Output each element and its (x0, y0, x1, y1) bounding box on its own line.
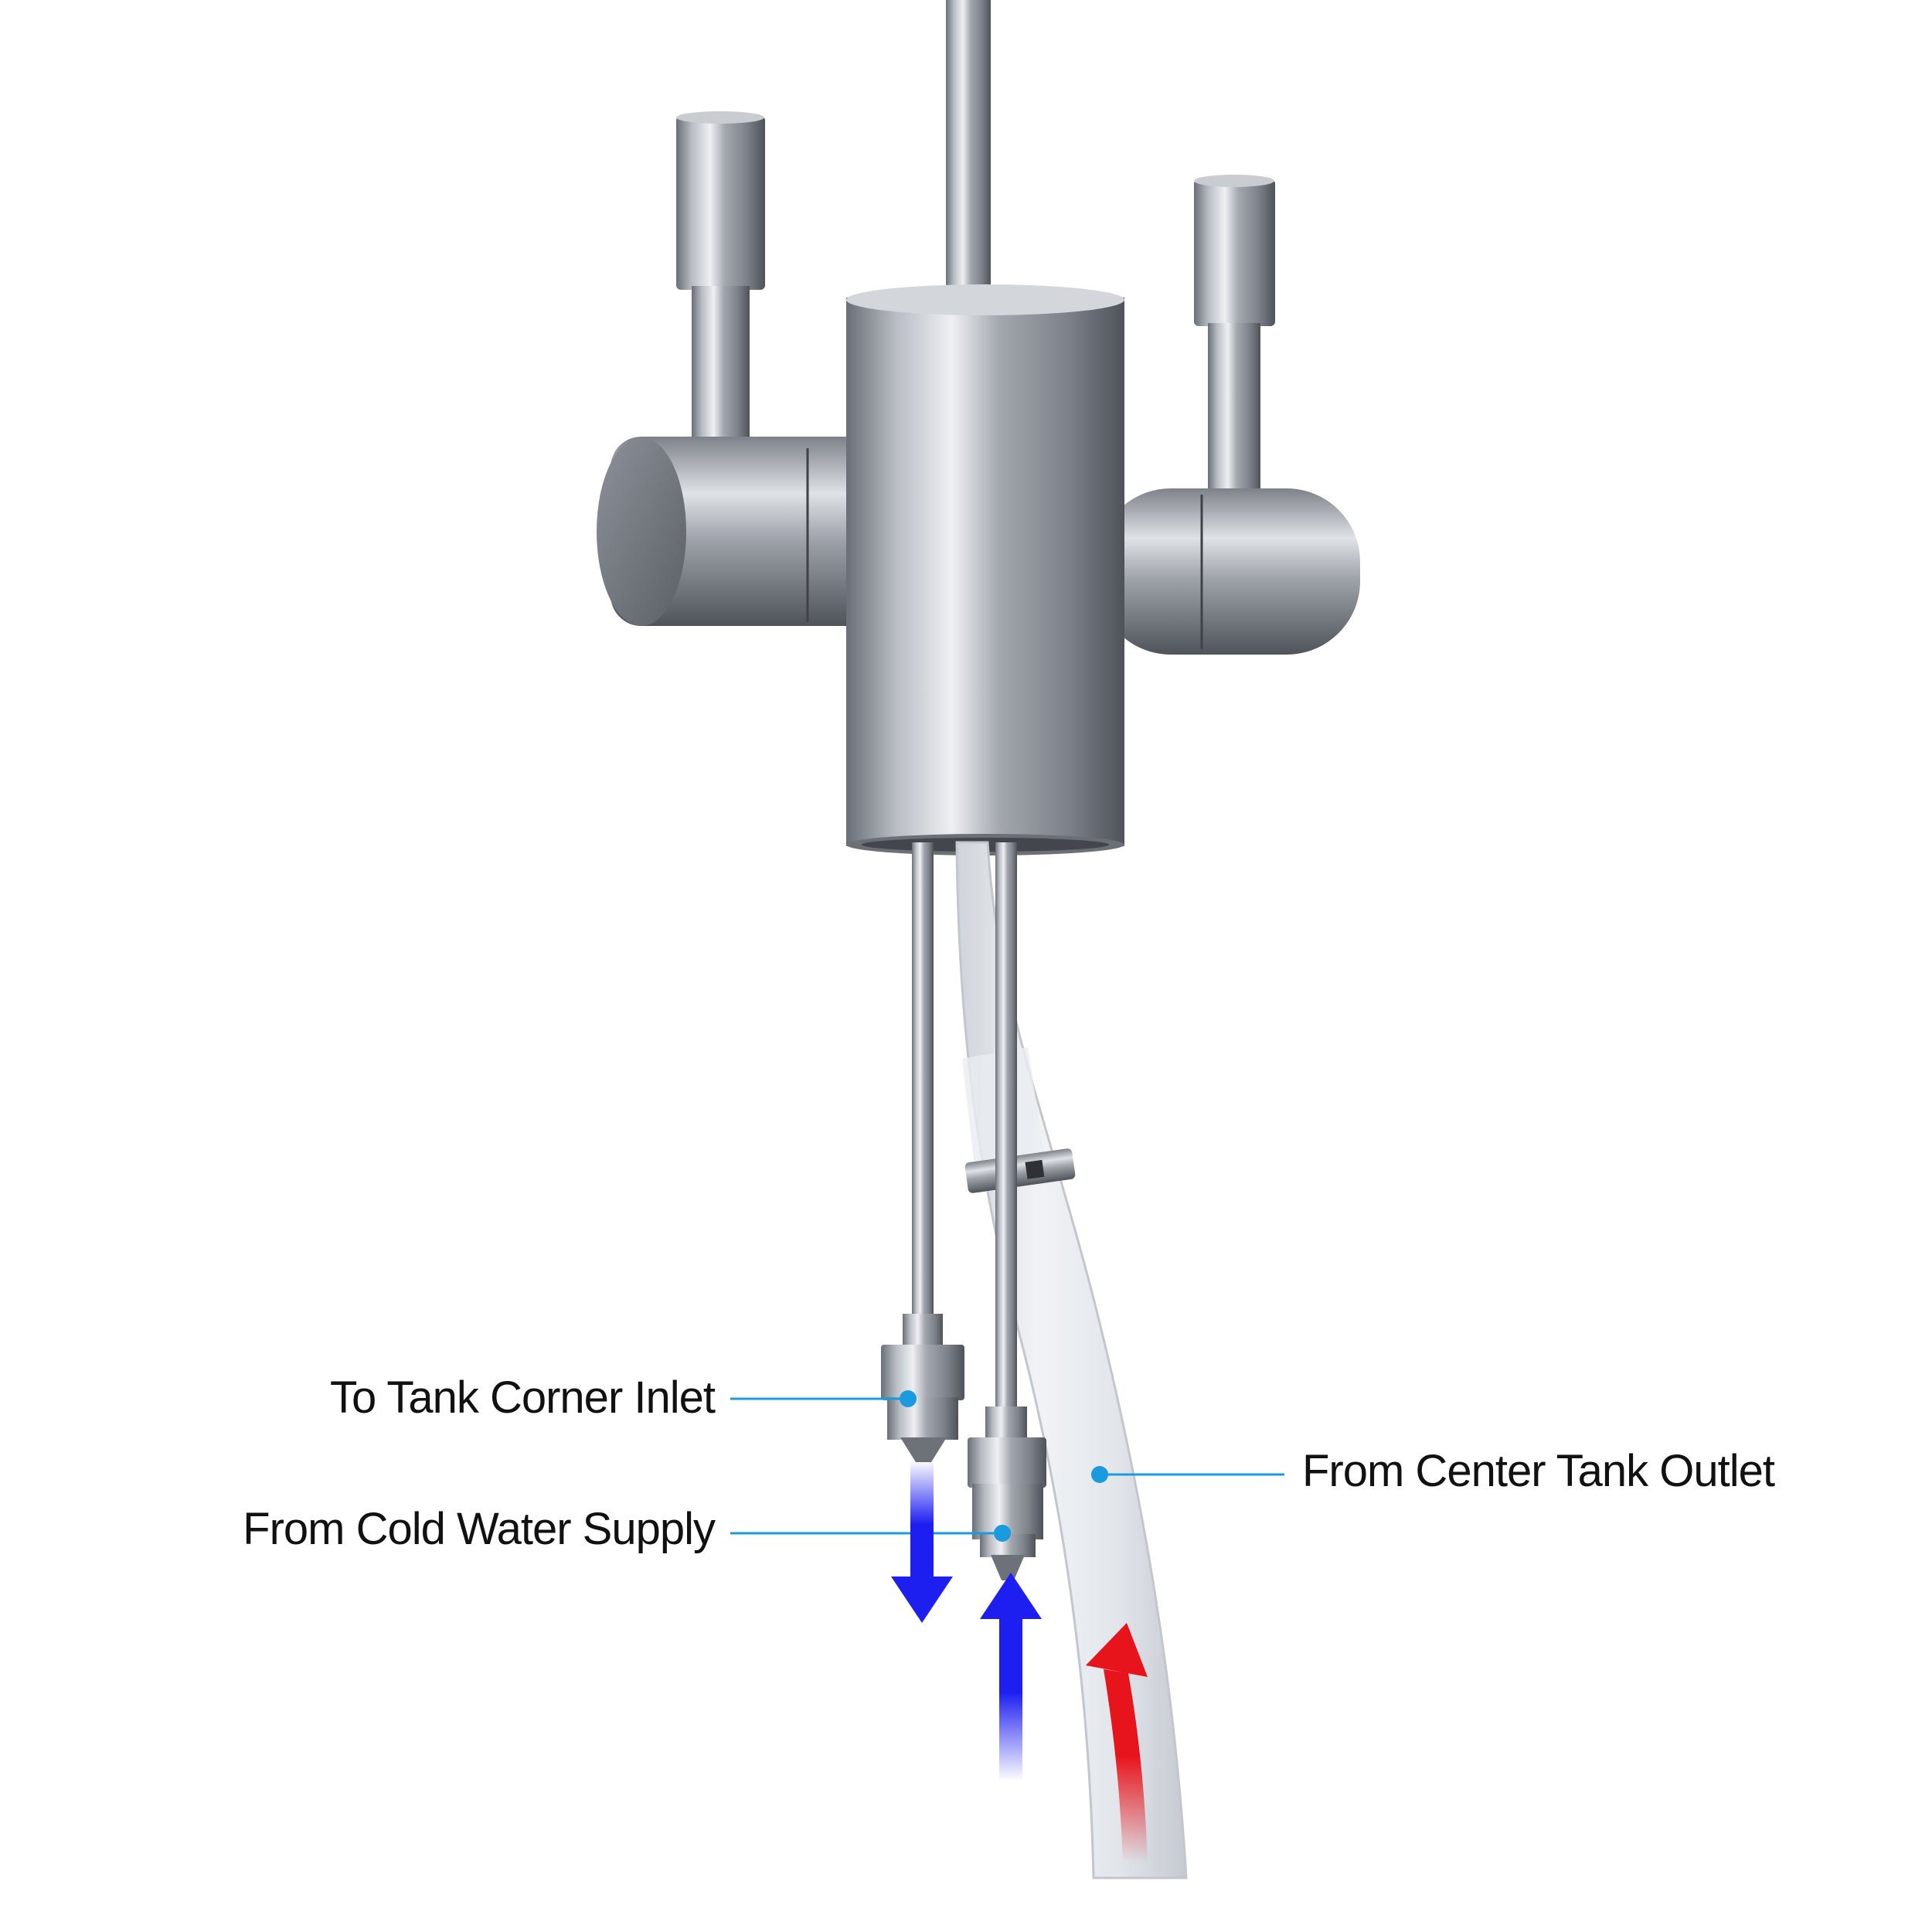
callout-tank-inlet-label: To Tank Corner Inlet (330, 1372, 716, 1423)
callout-cold-supply-label: From Cold Water Supply (243, 1504, 716, 1554)
cold-supply-flow-arrow (980, 1573, 1042, 1781)
left-handle-cap (676, 116, 765, 290)
left-handle-body (611, 437, 908, 626)
right-handle-stem (1208, 323, 1260, 497)
tube-clamp (964, 1148, 1076, 1193)
right-handle-cap (1194, 179, 1275, 326)
center-outlet-tube (955, 841, 1188, 1879)
spout-stem (946, 0, 991, 294)
tank-inlet-pipe (881, 842, 964, 1462)
tank-inlet-flow-arrow (891, 1461, 953, 1623)
right-handle-body (1097, 488, 1360, 655)
right-handle[interactable] (1097, 175, 1360, 655)
callout-center-outlet-label: From Center Tank Outlet (1302, 1446, 1775, 1496)
callout-tank-inlet-leader (730, 1390, 917, 1407)
callout-cold-supply-leader (730, 1525, 1011, 1542)
callout-cold-supply-dot (994, 1525, 1011, 1542)
left-handle[interactable] (597, 111, 908, 626)
callout-center-outlet-leader (1091, 1466, 1284, 1483)
faucet-body (846, 284, 1124, 855)
center-outlet-flow-arrow (1086, 1623, 1148, 1862)
cold-supply-pipe (968, 842, 1046, 1580)
left-handle-end-cap (597, 437, 686, 626)
callout-tank-inlet-dot (900, 1390, 917, 1407)
callout-center-outlet-dot (1091, 1466, 1108, 1483)
